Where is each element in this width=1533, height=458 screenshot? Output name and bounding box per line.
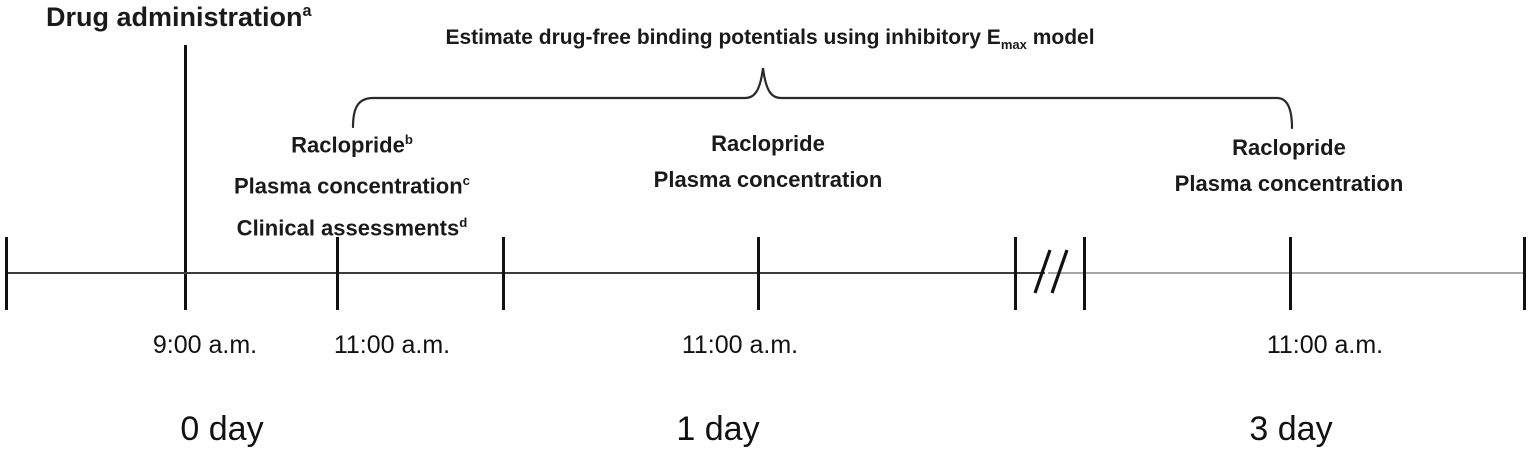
event-text: Raclopride	[1232, 135, 1346, 160]
event-line: Clinical assessmentsd	[234, 205, 470, 246]
timeline-tick-day3-11am	[1289, 237, 1292, 310]
event-text: Clinical assessments	[236, 214, 460, 240]
time-label-11am-day0: 11:00 a.m.	[333, 331, 451, 359]
event-text: Raclopride	[291, 132, 405, 158]
axis-break-icon	[1033, 249, 1069, 294]
event-group-day1: Raclopride Plasma concentration	[654, 126, 883, 198]
timeline-tick-break-left	[1014, 237, 1017, 310]
drug-administration-label: Drug administrationa	[46, 2, 312, 33]
brace-annotation-title: Estimate drug-free binding potentials us…	[445, 26, 1094, 52]
drug-administration-text: Drug administration	[46, 2, 303, 32]
event-text: Plasma concentration	[1174, 171, 1404, 196]
drug-administration-marker-line	[184, 45, 187, 310]
event-group-day0: Racloprideb Plasma concentrationc Clinic…	[234, 122, 470, 246]
event-line: Plasma concentration	[1175, 166, 1404, 202]
curly-brace	[351, 67, 1294, 130]
brace-title-text: Estimate drug-free binding potentials us…	[445, 26, 1001, 49]
event-line: Plasma concentration	[654, 162, 883, 198]
timeline-tick-day1-11am	[757, 237, 760, 310]
timeline-axis-segment-left	[5, 272, 1045, 274]
timeline-axis-segment-right	[1048, 272, 1525, 274]
event-text: Plasma concentration	[234, 173, 463, 199]
footnote-sup-c: c	[462, 173, 470, 189]
brace-title-tail: model	[1026, 26, 1095, 49]
time-label-11am-day3: 11:00 a.m.	[1266, 331, 1384, 359]
event-group-day3: Raclopride Plasma concentration	[1175, 130, 1404, 202]
footnote-sup-d: d	[459, 214, 468, 230]
day-label-3: 3 day	[1249, 410, 1333, 448]
timeline-tick-day0-11am	[336, 237, 339, 310]
timeline-tick-end	[1523, 237, 1526, 310]
footnote-sup-b: b	[404, 132, 413, 147]
day-label-1: 1 day	[676, 410, 760, 448]
timeline-tick-start	[5, 237, 8, 310]
event-line: Raclopride	[1175, 130, 1404, 166]
event-line: Raclopride	[654, 126, 883, 162]
event-text: Raclopride	[711, 131, 825, 156]
event-line: Plasma concentrationc	[234, 163, 470, 204]
event-line: Racloprideb	[234, 122, 470, 163]
day-label-0: 0 day	[180, 410, 264, 448]
event-text: Plasma concentration	[653, 167, 883, 192]
time-label-9am-day0: 9:00 a.m.	[152, 331, 258, 359]
emax-subscript: max	[1000, 37, 1027, 53]
timeline-tick	[502, 237, 505, 310]
footnote-sup-a: a	[302, 2, 312, 20]
time-label-11am-day1: 11:00 a.m.	[681, 331, 799, 359]
timeline-tick-break-right	[1083, 237, 1086, 310]
